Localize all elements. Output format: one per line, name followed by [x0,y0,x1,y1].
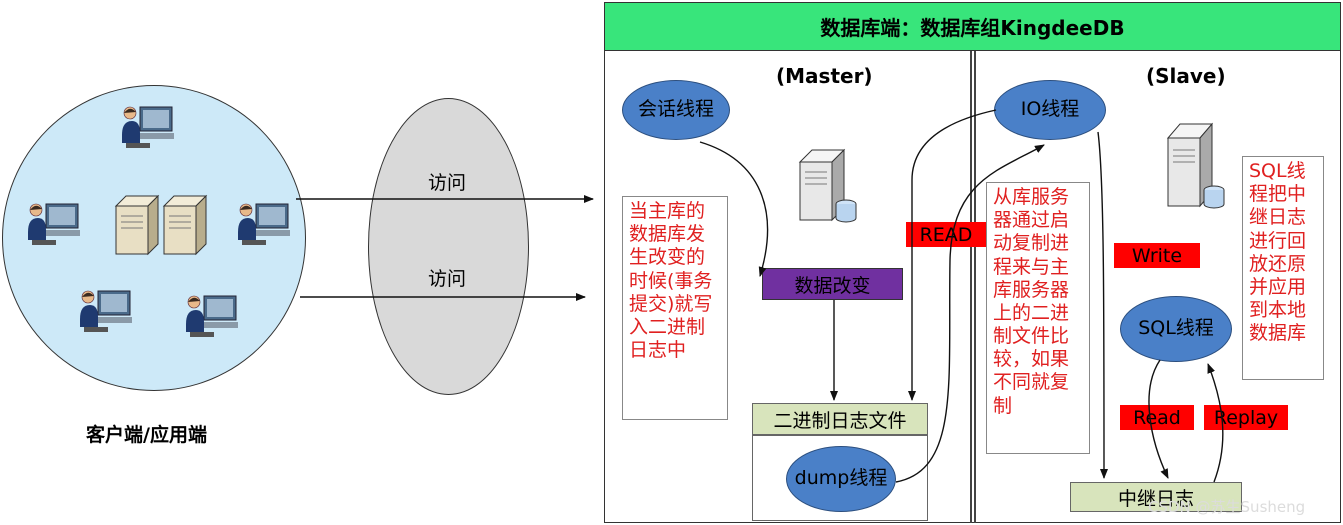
divider-right [974,51,976,523]
dump-to-io-arrow [895,144,1045,483]
user-computer-icon [80,290,132,332]
sql-thread-node: SQL线程 [1120,296,1232,362]
io-note: 从库服务器通过启动复制进程来与主库服务器上的二进制文件比较，如果不同就复制 [986,182,1090,454]
io-to-relay-arrow [1097,131,1108,479]
user-computer-icon [122,106,174,148]
divider-left [970,51,972,523]
client-label: 客户端/应用端 [86,424,207,446]
sql-note: SQL线程把中继日志进行回放还原并应用到本地数据库 [1242,156,1324,380]
binlog-box: 二进制日志文件 [752,403,928,435]
watermark: CSDN @苏生Susheng [1148,498,1306,516]
master-server-icon [798,148,857,223]
read-label: Read [1120,405,1194,430]
user-computer-icon [238,203,290,245]
sql-read-arrow [1148,359,1169,479]
access-label-top: 访问 [428,172,467,194]
user-computer-icon [186,295,238,337]
read-label-upper: READ [906,222,986,247]
access-oval [368,98,529,395]
binlog-container [752,435,928,521]
slave-server-icon [1166,122,1225,209]
user-computer-icon [28,203,80,245]
io-thread-node: IO线程 [994,80,1106,140]
slave-title: (Slave) [1146,64,1226,88]
write-label: Write [1114,243,1200,268]
replay-label: Replay [1204,405,1288,430]
session-thread-node: 会话线程 [622,80,730,140]
data-change-box: 数据改变 [762,268,903,300]
server-icon [114,194,208,256]
sql-replay-arrow [1207,363,1224,483]
master-title: (Master) [776,64,873,88]
session-to-change-arrow [699,141,769,277]
relay-log-box: 中继日志 [1070,482,1242,512]
dump-thread-node: dump线程 [786,446,896,512]
io-to-binlog-arrow [908,109,997,401]
access-label-bottom: 访问 [428,268,467,290]
master-note: 当主库的数据库发生改变的时候(事务提交)就写入二进制日志中 [622,196,728,420]
database-title: 数据库端：数据库组KingdeeDB [604,2,1341,51]
